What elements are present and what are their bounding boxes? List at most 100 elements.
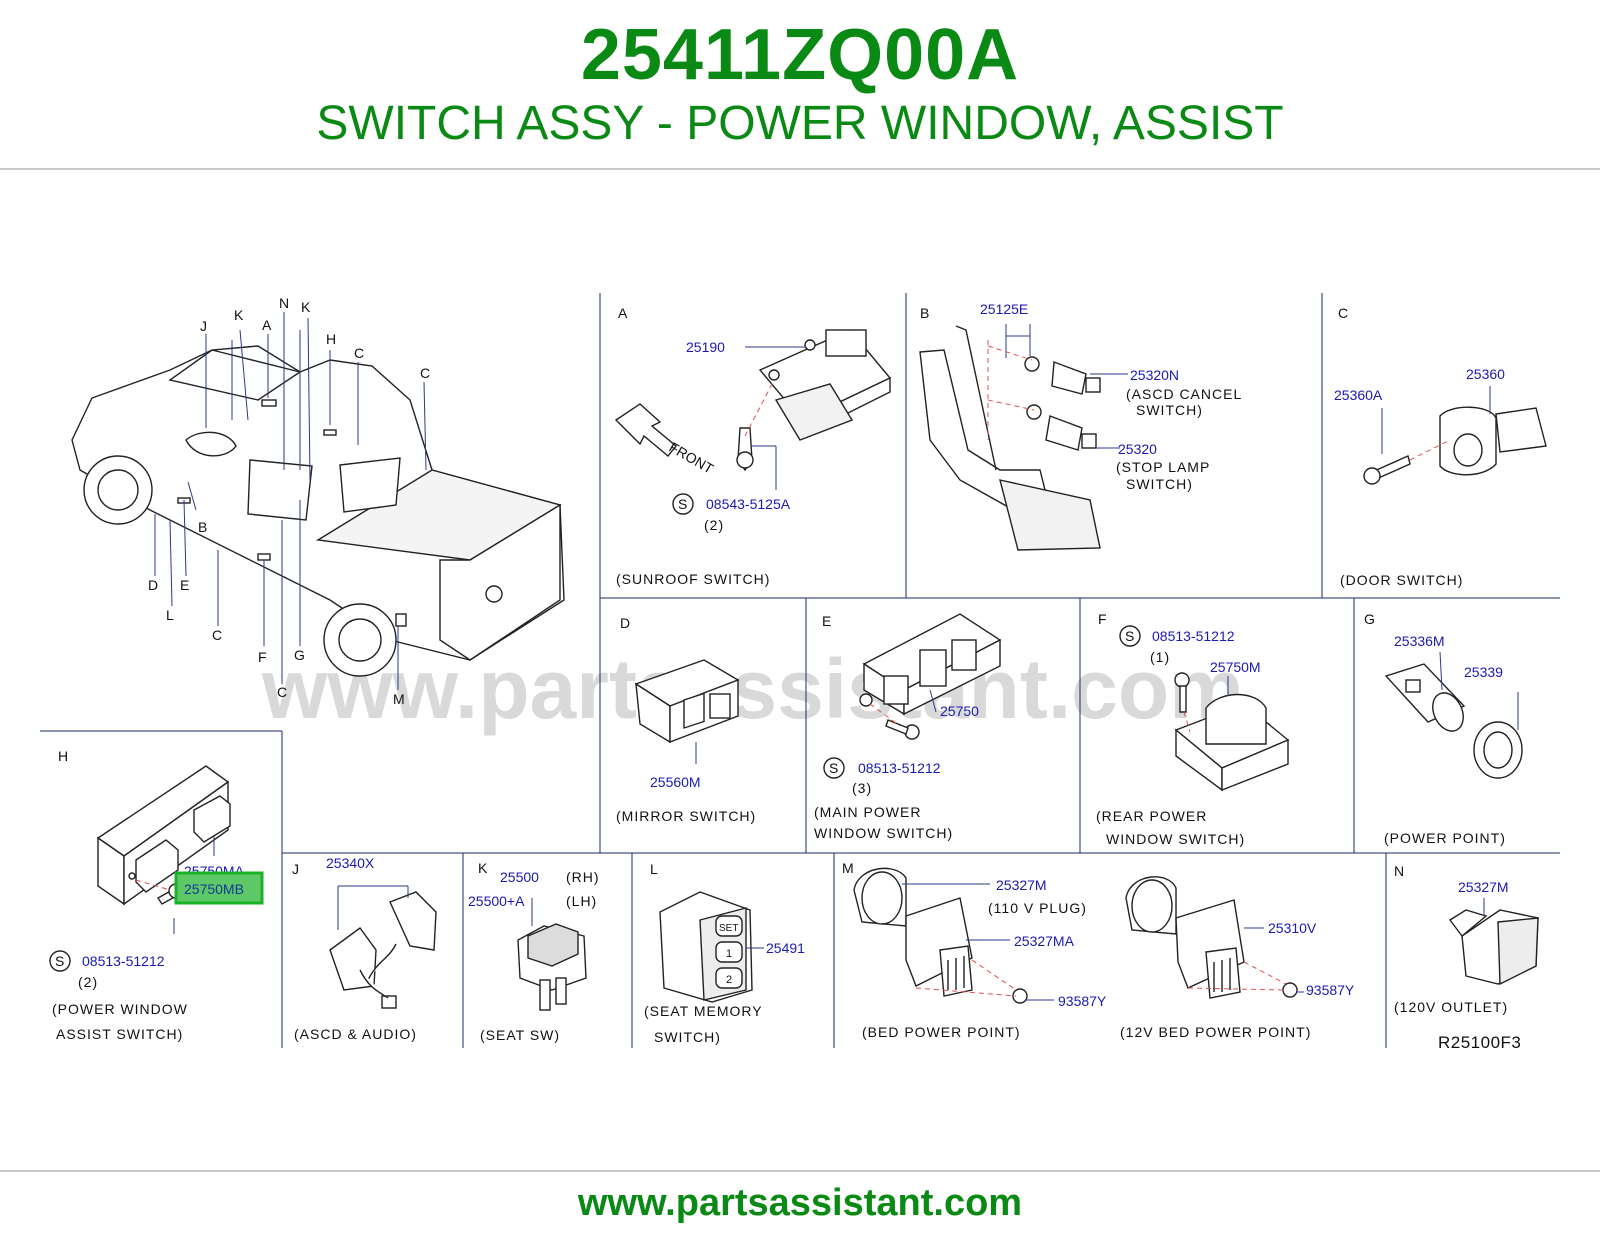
overview-letter-d: D	[148, 577, 158, 593]
part-25491[interactable]: 25491	[766, 940, 805, 956]
overview-letter-k: K	[234, 307, 244, 323]
section-a-caption: (SUNROOF SWITCH)	[616, 571, 770, 587]
highlight-box	[174, 871, 264, 905]
part-08513-51212-h[interactable]: 08513-51212	[82, 953, 165, 969]
overview-letter-n: N	[279, 295, 289, 311]
overview-letter-c2: C	[420, 365, 430, 381]
section-e-s-mark: S	[829, 760, 838, 776]
watermark-text: www.partsassistant.com	[261, 642, 1244, 736]
section-b-letter: B	[920, 305, 929, 321]
part-93587y-2[interactable]: 93587Y	[1306, 982, 1355, 998]
section-a-letter: A	[618, 305, 628, 321]
part-08513-51212-f[interactable]: 08513-51212	[1152, 628, 1235, 644]
section-d: D 25560M (MIRROR SWITCH)	[616, 615, 756, 824]
part-25750mb-highlighted[interactable]: 25750MB	[184, 881, 244, 897]
section-e-letter: E	[822, 613, 831, 629]
section-h-qty: (2)	[78, 974, 98, 990]
part-25500[interactable]: 25500	[500, 869, 539, 885]
section-b-caption-2b: SWITCH)	[1126, 476, 1193, 492]
header-divider	[0, 168, 1600, 170]
section-m-plug-label: (110 V PLUG)	[988, 900, 1087, 916]
front-indicator: FRONT	[667, 439, 717, 477]
section-g-letter: G	[1364, 611, 1375, 627]
part-25327m-m[interactable]: 25327M	[996, 877, 1047, 893]
section-f-letter: F	[1098, 611, 1107, 627]
part-25360[interactable]: 25360	[1466, 366, 1505, 382]
section-c: C 25360A 25360 (DOOR SWITCH)	[1334, 305, 1547, 588]
page-header: 25411ZQ00A SWITCH ASSY - POWER WINDOW, A…	[0, 0, 1600, 168]
part-25560m[interactable]: 25560M	[650, 774, 701, 790]
part-25310v[interactable]: 25310V	[1268, 920, 1317, 936]
section-d-letter: D	[620, 615, 630, 631]
section-k: K 25500 (RH) 25500+A (LH) (SEAT SW)	[468, 860, 600, 1043]
section-b-caption-1b: SWITCH)	[1136, 402, 1203, 418]
section-e-caption-a: (MAIN POWER	[814, 804, 921, 820]
section-c-caption: (DOOR SWITCH)	[1340, 572, 1463, 588]
overview-letter-e: E	[180, 577, 189, 593]
section-k-rh: (RH)	[566, 869, 600, 885]
part-25360a[interactable]: 25360A	[1334, 387, 1383, 403]
overview-letter-c: C	[354, 345, 364, 361]
truck-overview	[71, 345, 565, 677]
part-25500-a[interactable]: 25500+A	[468, 893, 525, 909]
overview-letter-b: B	[198, 519, 207, 535]
diagram-code: R25100F3	[1438, 1033, 1521, 1052]
part-25190[interactable]: 25190	[686, 339, 725, 355]
part-25125e[interactable]: 25125E	[980, 301, 1028, 317]
part-name-subtitle: SWITCH ASSY - POWER WINDOW, ASSIST	[316, 97, 1284, 150]
memory-2-button-label: 2	[726, 974, 732, 986]
section-a: A FRONT S 25190 08543-5125A (2) (SUNROOF…	[614, 305, 892, 587]
section-e: E S 25750 08513-51212 (3) (MAIN POWER WI…	[814, 613, 1002, 841]
part-25339[interactable]: 25339	[1464, 664, 1503, 680]
section-j: J 25340X (ASCD & AUDIO)	[292, 855, 437, 1042]
part-25750m[interactable]: 25750M	[1210, 659, 1261, 675]
footer-url-link[interactable]: www.partsassistant.com	[577, 1182, 1023, 1224]
section-m-caption-1: (BED POWER POINT)	[862, 1024, 1021, 1040]
overview-letter-m: M	[393, 691, 405, 707]
section-k-lh: (LH)	[566, 893, 597, 909]
part-25336m[interactable]: 25336M	[1394, 633, 1445, 649]
section-j-letter: J	[292, 861, 299, 877]
section-m-caption-2: (12V BED POWER POINT)	[1120, 1024, 1311, 1040]
section-h-s-mark: S	[55, 953, 64, 969]
section-d-caption: (MIRROR SWITCH)	[616, 808, 756, 824]
overview-letter-j: J	[200, 318, 207, 334]
section-f-caption-a: (REAR POWER	[1096, 808, 1207, 824]
part-08513-51212-e[interactable]: 08513-51212	[858, 760, 941, 776]
set-button-label: SET	[719, 923, 738, 934]
part-number-title: 25411ZQ00A	[580, 15, 1020, 95]
section-j-caption: (ASCD & AUDIO)	[294, 1026, 417, 1042]
memory-1-button-label: 1	[726, 948, 732, 960]
section-n: N 25327M (120V OUTLET)	[1394, 863, 1539, 1015]
section-k-caption: (SEAT SW)	[480, 1027, 560, 1043]
section-l: L SET 1 2 25491 (SEAT MEMORY SWITCH)	[644, 861, 805, 1045]
section-e-qty: (3)	[852, 780, 872, 796]
section-b-caption-2a: (STOP LAMP	[1116, 459, 1210, 475]
section-l-letter: L	[650, 861, 658, 877]
section-m-letter: M	[842, 860, 854, 876]
overview-letter-g: G	[294, 647, 305, 663]
part-25327ma[interactable]: 25327MA	[1014, 933, 1075, 949]
part-93587y-1[interactable]: 93587Y	[1058, 993, 1107, 1009]
part-25320n[interactable]: 25320N	[1130, 367, 1179, 383]
part-08543-5125a[interactable]: 08543-5125A	[706, 496, 791, 512]
section-g: G 25336M 25339 (POWER POINT)	[1364, 611, 1523, 846]
section-n-caption: (120V OUTLET)	[1394, 999, 1508, 1015]
section-l-caption-b: SWITCH)	[654, 1029, 721, 1045]
part-25750[interactable]: 25750	[940, 703, 979, 719]
section-b-caption-1a: (ASCD CANCEL	[1126, 386, 1242, 402]
overview-letter-c3: C	[212, 627, 222, 643]
section-g-caption: (POWER POINT)	[1384, 830, 1506, 846]
overview-leaders	[154, 312, 427, 690]
section-k-letter: K	[478, 860, 488, 876]
part-25320[interactable]: 25320	[1118, 441, 1157, 457]
section-n-letter: N	[1394, 863, 1404, 879]
section-h-caption-b: ASSIST SWITCH)	[56, 1026, 183, 1042]
part-25327m-n[interactable]: 25327M	[1458, 879, 1509, 895]
footer-divider	[0, 1170, 1600, 1172]
section-a-s-mark: S	[678, 496, 687, 512]
section-f-qty: (1)	[1150, 649, 1170, 665]
section-h-caption-a: (POWER WINDOW	[52, 1001, 188, 1017]
section-f-s-mark: S	[1125, 628, 1134, 644]
part-25340x[interactable]: 25340X	[326, 855, 375, 871]
